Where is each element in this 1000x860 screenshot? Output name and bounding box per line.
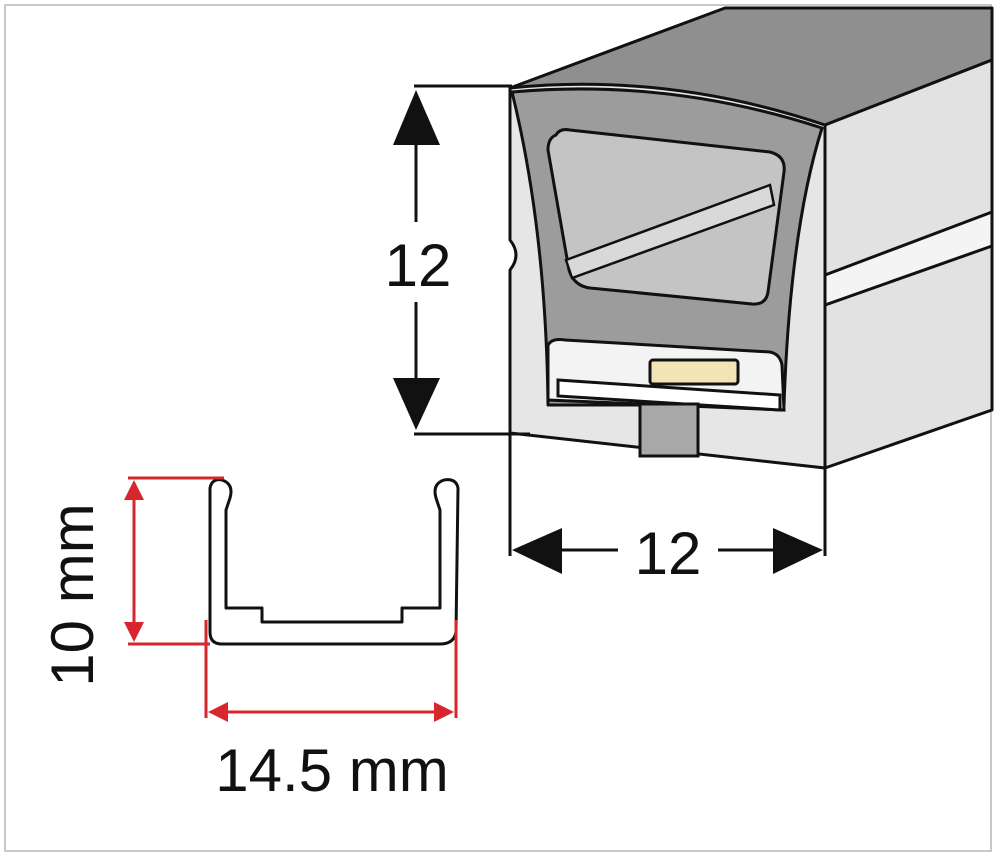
channel-height-arrow-top [124,480,144,500]
profile-diffuser-window [546,128,786,306]
width-arrow-left [512,528,562,574]
width-arrow-right [773,528,823,574]
channel-height-label: 10 mm [39,503,106,686]
channel-width-arrow-right [434,702,454,722]
channel-width-arrow-left [208,702,228,722]
neon-profile: 12 12 [385,6,994,587]
channel-profile [208,478,460,646]
height-arrow-top [393,90,440,145]
pcb-strip [556,378,782,412]
neon-height-label: 12 [385,232,452,299]
channel-width-label: 14.5 mm [215,737,448,804]
height-arrow-bottom [393,378,440,430]
profile-base-slot [638,402,700,458]
mounting-channel: 10 mm 14.5 mm [39,476,460,804]
neon-width-label: 12 [635,520,702,587]
channel-height-arrow-bottom [124,622,144,642]
led-chip [648,358,740,386]
window-highlight [564,183,776,280]
